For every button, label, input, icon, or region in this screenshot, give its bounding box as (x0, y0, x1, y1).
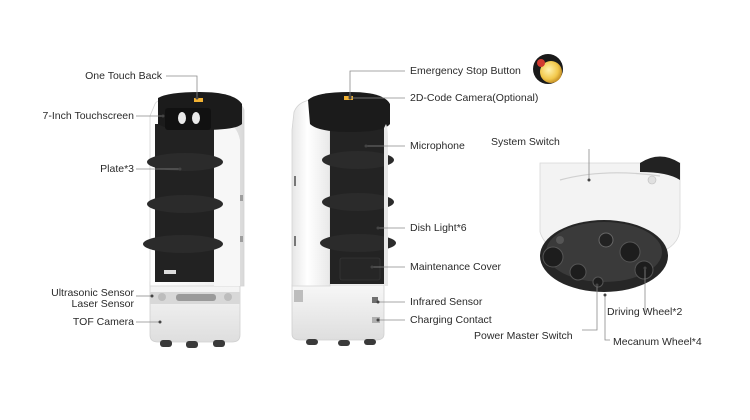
leader-dots (150, 94, 647, 324)
label-power-master-switch: Power Master Switch (474, 330, 573, 342)
label-system-switch: System Switch (491, 136, 560, 148)
label-infrared-sensor: Infrared Sensor (410, 296, 483, 308)
robot-front-view (143, 92, 245, 348)
label-dish-light: Dish Light*6 (410, 222, 467, 234)
label-one-touch-back: One Touch Back (85, 70, 162, 82)
robot-side-view (291, 92, 396, 346)
leader-lines (136, 70, 646, 341)
emergency-stop-inset (533, 54, 563, 84)
robot-bottom-detail (539, 156, 681, 292)
label-emergency-stop: Emergency Stop Button (410, 65, 521, 77)
label-charging-contact: Charging Contact (410, 314, 492, 326)
label-maintenance-cover: Maintenance Cover (410, 261, 502, 273)
label-laser-sensor: Laser Sensor (71, 298, 134, 310)
label-driving-wheel: Driving Wheel*2 (607, 306, 683, 318)
label-plate: Plate*3 (100, 163, 134, 175)
label-mecanum-wheel: Mecanum Wheel*4 (613, 336, 702, 348)
label-touchscreen: 7-Inch Touchscreen (42, 110, 134, 122)
label-tof-camera: TOF Camera (72, 316, 134, 328)
label-2d-camera: 2D-Code Camera(Optional) (410, 92, 539, 104)
label-ultrasonic-sensor: Ultrasonic Sensor (51, 287, 134, 299)
label-microphone: Microphone (410, 140, 465, 152)
